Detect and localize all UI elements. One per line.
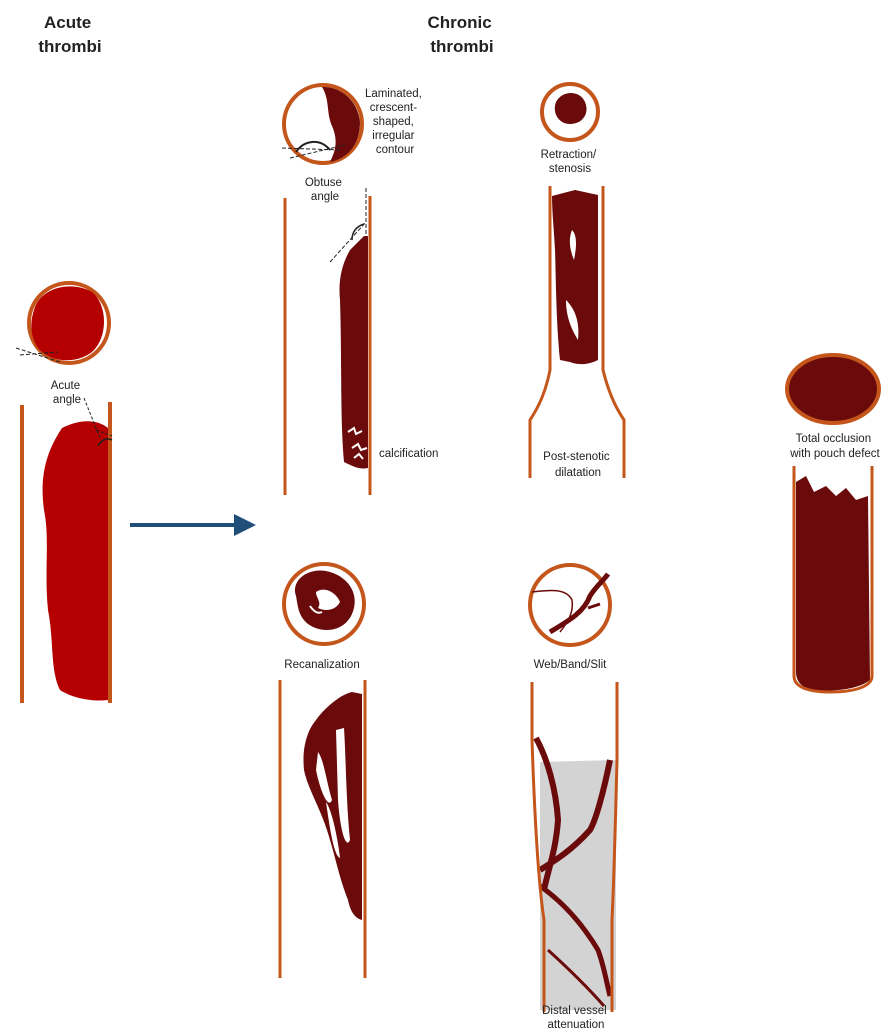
recanalization-cross-section (284, 564, 364, 644)
laminated-cross-section (282, 85, 362, 163)
acute-header: Acute thrombi (38, 13, 101, 56)
acute-vessel-longitudinal (22, 398, 112, 703)
acute-cross-section (16, 283, 109, 363)
calcification-label: calcification (379, 448, 438, 460)
web-band-vessel-longitudinal (532, 682, 617, 1012)
occlusion-cross-section (787, 355, 879, 423)
obtuse-angle-label: Obtuse angle (305, 177, 345, 203)
post-stenotic-label: Post-stenotic dilatation (543, 451, 613, 479)
retraction-label: Retraction/ stenosis (541, 149, 600, 175)
occlusion-vessel-longitudinal (794, 466, 872, 692)
acute-angle-label: Acute angle (51, 380, 84, 406)
web-band-cross-section (530, 565, 610, 645)
chronic-header: Chronic thrombi (428, 13, 497, 56)
laminated-vessel-longitudinal (285, 188, 370, 495)
recanalization-label: Recanalization (284, 659, 359, 671)
retraction-cross-section (542, 84, 598, 140)
distal-attenuation-label: Distal vessel attenuation (542, 1005, 610, 1031)
laminated-label: Laminated, crescent- shaped, irregular c… (365, 88, 425, 156)
retraction-vessel-longitudinal (530, 186, 624, 478)
web-band-label: Web/Band/Slit (534, 659, 607, 671)
total-occlusion-label: Total occlusion with pouch defect (789, 433, 880, 460)
recanalization-vessel-longitudinal (280, 680, 365, 978)
progression-arrow (130, 514, 256, 536)
